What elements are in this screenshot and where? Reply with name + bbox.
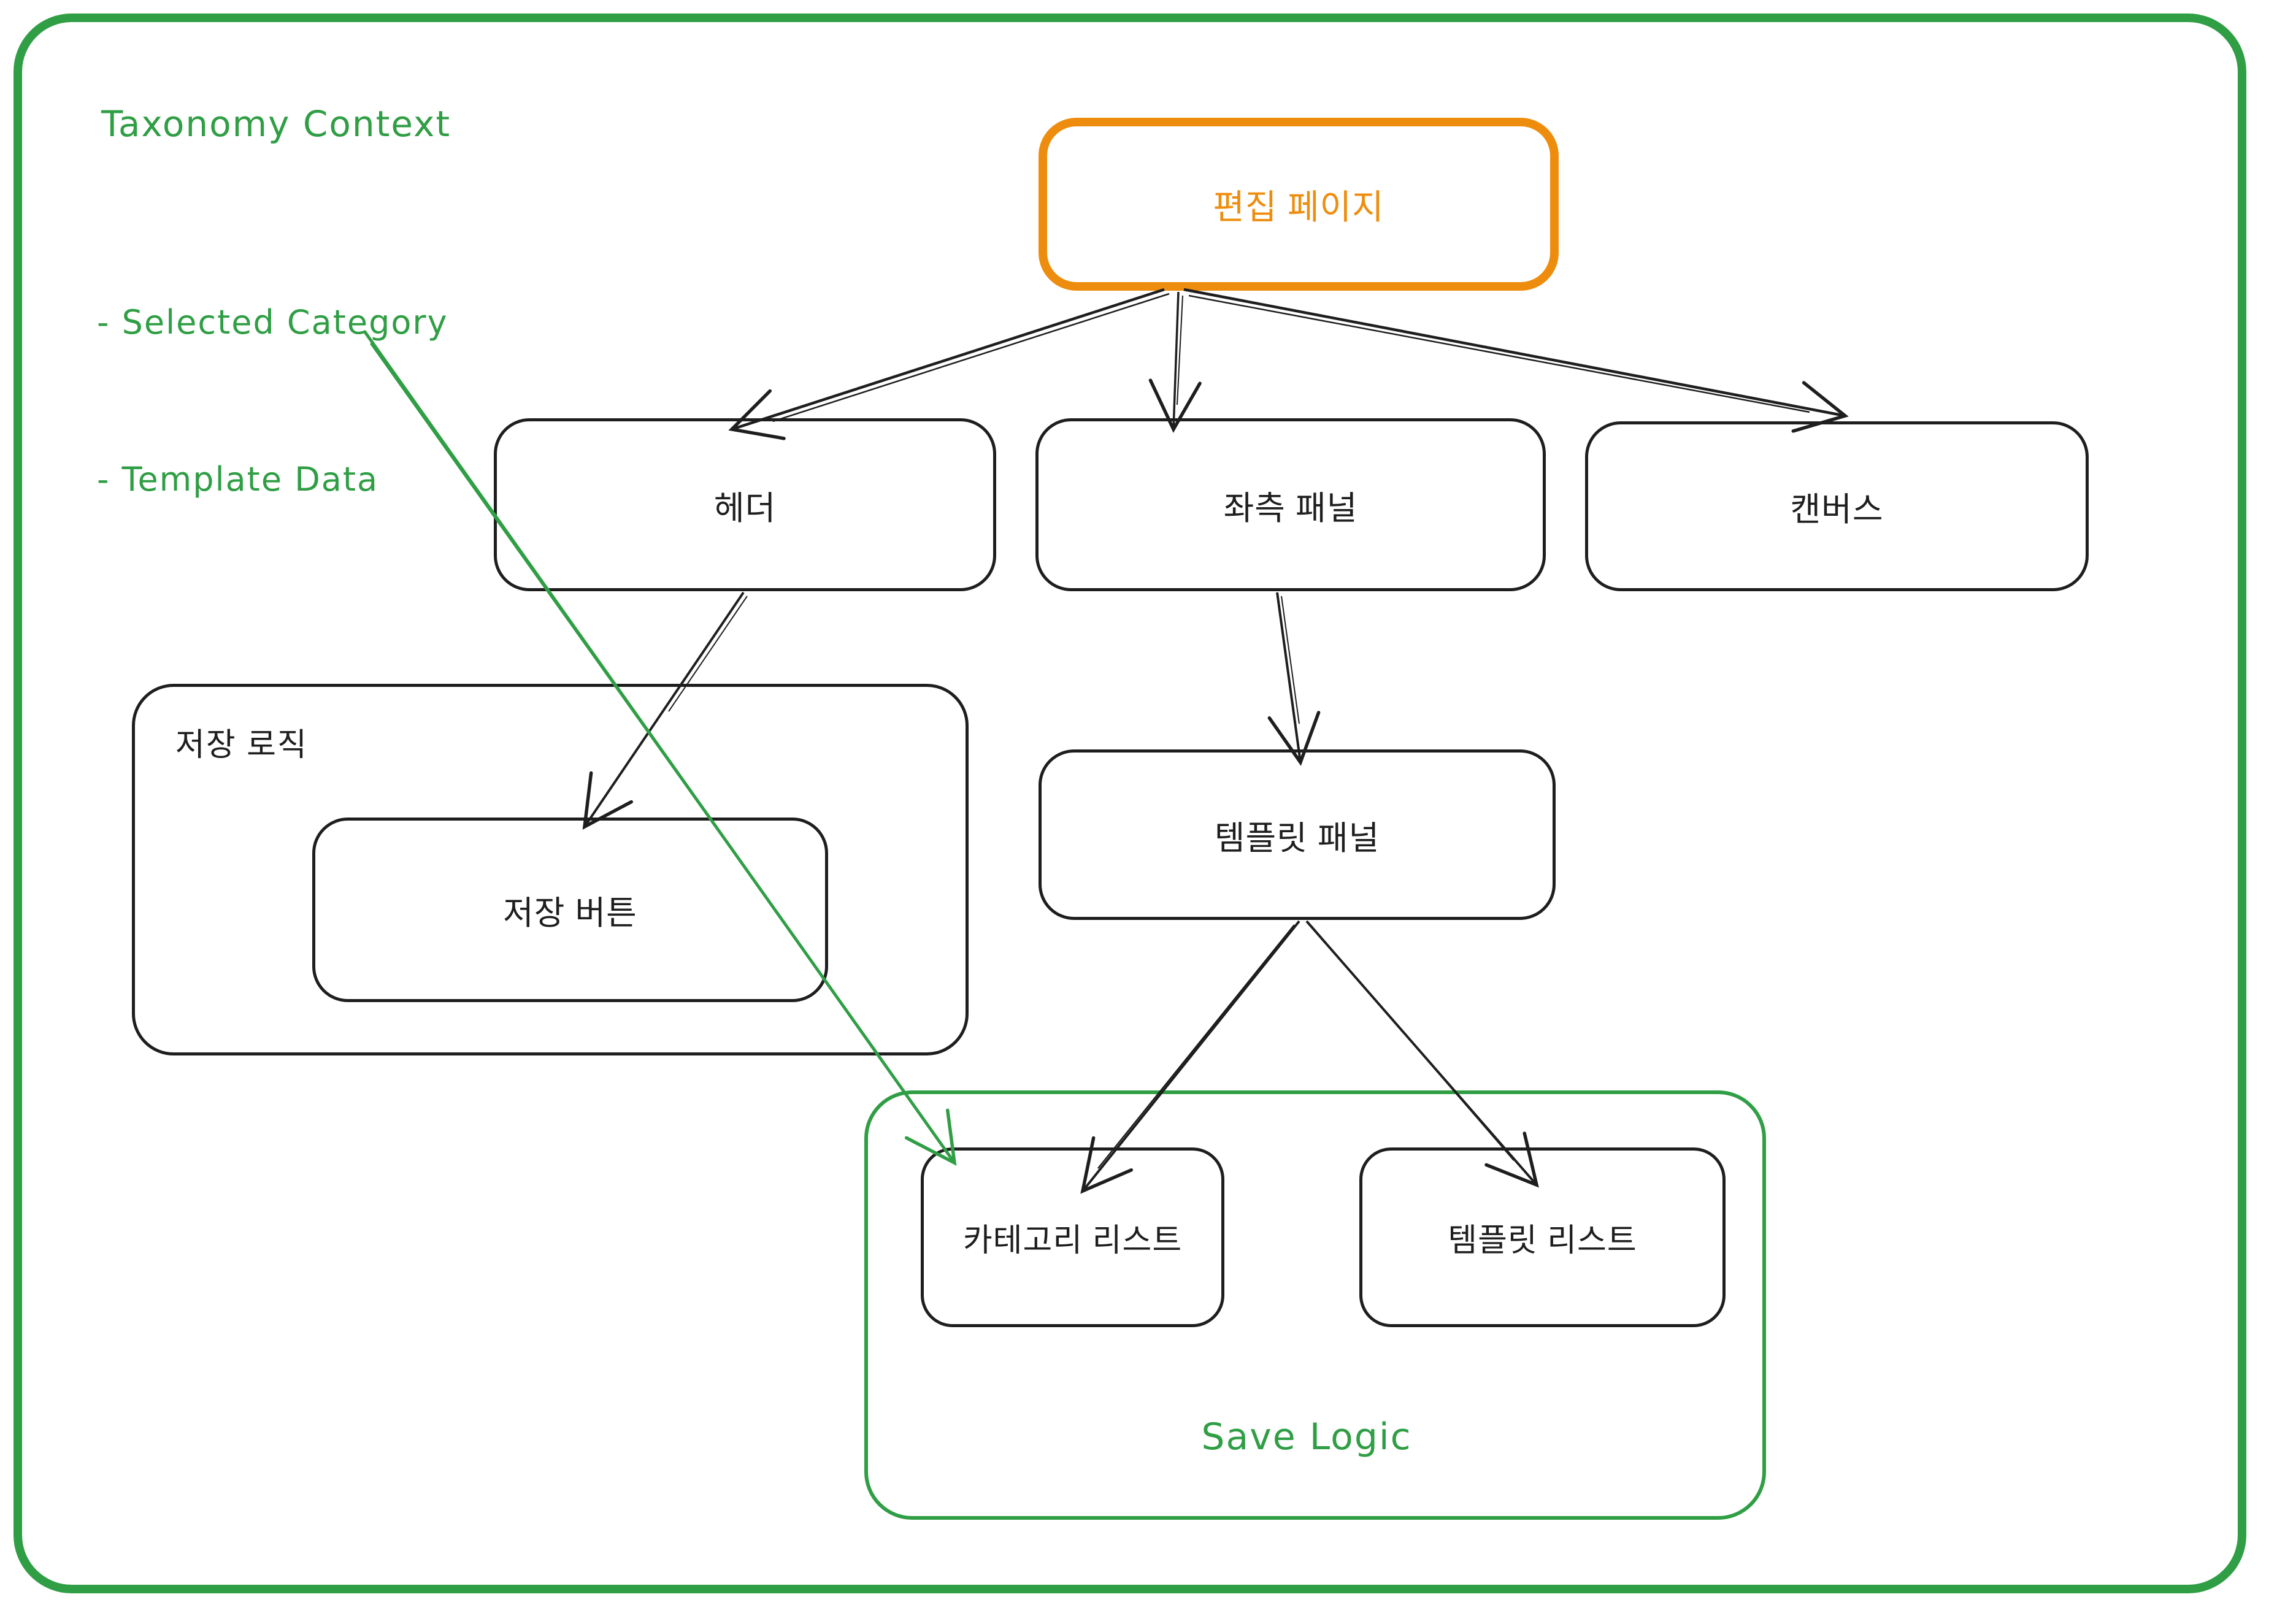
node-category-list[interactable]: 카테고리 리스트 xyxy=(921,1147,1224,1327)
taxonomy-context-title: Taxonomy Context xyxy=(101,103,451,145)
taxonomy-context-list: - Selected Category - Template Data xyxy=(97,191,448,610)
node-header-label: 헤더 xyxy=(713,489,777,527)
group-save-logic-ko-label: 저장 로직 xyxy=(175,727,308,763)
node-save-button-label: 저장 버튼 xyxy=(503,895,637,932)
node-category-list-label: 카테고리 리스트 xyxy=(962,1223,1183,1258)
node-edit-page[interactable]: 편집 페이지 xyxy=(1039,118,1559,291)
node-left-panel[interactable]: 좌측 패널 xyxy=(1035,418,1546,591)
node-canvas[interactable]: 캔버스 xyxy=(1585,421,2089,591)
node-template-panel[interactable]: 템플릿 패널 xyxy=(1039,749,1556,920)
taxonomy-item-template-data: - Template Data xyxy=(97,459,379,499)
node-save-button[interactable]: 저장 버튼 xyxy=(312,818,828,1002)
node-canvas-label: 캔버스 xyxy=(1790,491,1884,528)
save-logic-group-title: Save Logic xyxy=(1201,1415,1412,1458)
node-template-panel-label: 템플릿 패널 xyxy=(1214,819,1380,857)
node-edit-page-label: 편집 페이지 xyxy=(1213,187,1384,226)
outer-green-frame xyxy=(13,13,2246,1593)
node-header[interactable]: 헤더 xyxy=(494,418,996,591)
taxonomy-item-selected-category: - Selected Category xyxy=(97,302,448,342)
node-template-list[interactable]: 템플릿 리스트 xyxy=(1359,1147,1726,1327)
node-template-list-label: 템플릿 리스트 xyxy=(1448,1223,1637,1258)
node-left-panel-label: 좌측 패널 xyxy=(1223,489,1358,527)
